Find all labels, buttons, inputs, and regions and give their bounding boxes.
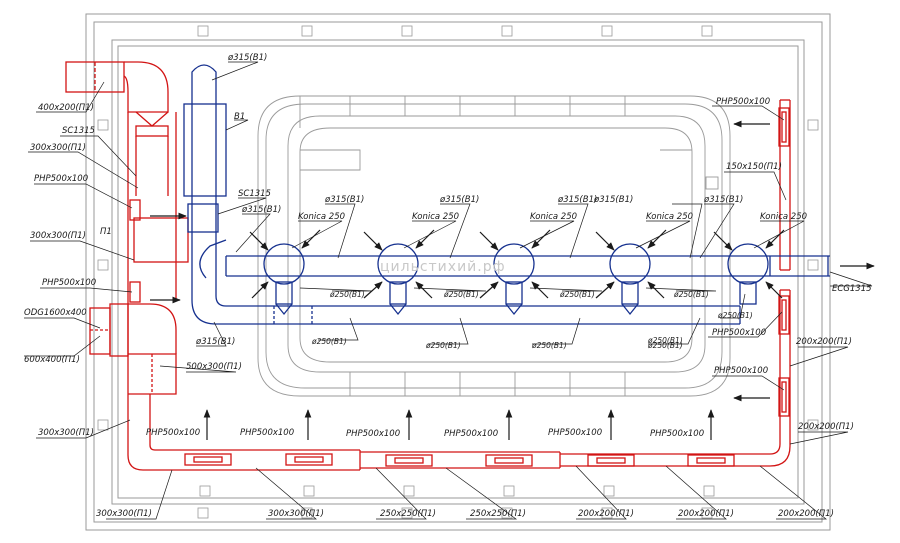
- pool-outline: [257, 95, 731, 397]
- konica-hood-5: [727, 243, 769, 305]
- label-200x200-right-b: 200x200(П1): [796, 337, 852, 347]
- label-d315-main-1: ø315(В1): [324, 195, 364, 205]
- label-d250-upper-3: ø250(В1): [559, 290, 595, 299]
- labels: цильстихий.рф 400x200(П1) SC1315 300x300…: [24, 53, 872, 519]
- konica-hood-3: [493, 243, 535, 316]
- label-php-bottom-2: PHP500x100: [240, 428, 294, 438]
- label-300x300-c: 300x300(П1): [38, 428, 94, 438]
- label-200x200-a: 200x200(П1): [578, 509, 634, 519]
- supply-duct-system: [65, 61, 791, 471]
- label-php-bottom-4: PHP500x100: [444, 429, 498, 439]
- label-250x250-b: 250x250(П1): [470, 509, 526, 519]
- label-d250-lower-1: ø250(В1): [311, 337, 347, 346]
- label-200x200-b: 200x200(П1): [678, 509, 734, 519]
- label-d250-lower-4: ø250(В1): [647, 341, 683, 350]
- label-d315-main-5: ø315(В1): [703, 195, 743, 205]
- label-d315-main-4: ø315(В1): [593, 195, 633, 205]
- leader-lines: [24, 61, 873, 520]
- wall-columns: [97, 25, 819, 519]
- label-b1: В1: [234, 112, 245, 122]
- label-php-bottom-1: PHP500x100: [146, 428, 200, 438]
- exhaust-duct-system: [183, 64, 830, 325]
- label-d250-upper-5: ø250(В1): [647, 336, 683, 345]
- label-konica-3: Konica 250: [530, 212, 577, 222]
- label-php-left-b: PHP500x100: [42, 278, 96, 288]
- label-php-right-top: PHP500x100: [716, 97, 770, 107]
- label-400x200: 400x200(П1): [38, 103, 94, 113]
- label-300x300-d: 300x300(П1): [96, 509, 152, 519]
- label-konica-2: Konica 250: [412, 212, 459, 222]
- konica-hood-1: [263, 243, 305, 316]
- label-php-bottom-5: PHP500x100: [548, 428, 602, 438]
- label-konica-4: Konica 250: [646, 212, 693, 222]
- label-d250-upper-4: ø250(В1): [673, 290, 709, 299]
- label-d315-main-2: ø315(В1): [439, 195, 479, 205]
- label-d315-low: ø315(В1): [195, 337, 235, 347]
- building-outline: [85, 13, 831, 531]
- label-d250-upper-2: ø250(В1): [443, 290, 479, 299]
- label-d250-upper-1: ø250(В1): [329, 290, 365, 299]
- label-d250-lower-2: ø250(В1): [425, 341, 461, 350]
- watermark: цильстихий.рф: [380, 259, 506, 275]
- label-php-bottom-3: PHP500x100: [346, 429, 400, 439]
- label-300x300-b: 300x300(П1): [30, 231, 86, 241]
- label-sc-exhaust: SC1315: [238, 189, 271, 199]
- label-d315-top: ø315(В1): [227, 53, 267, 63]
- label-300x300-a: 300x300(П1): [30, 143, 86, 153]
- label-d250-lower-5: ø250(В1): [717, 311, 753, 320]
- flow-arrows: [150, 120, 875, 440]
- label-d315-vert: ø315(В1): [241, 205, 281, 215]
- label-ecg: ECG1315: [832, 284, 872, 294]
- label-300x300-e: 300x300(П1): [268, 509, 324, 519]
- label-sc-supply: SC1315: [62, 126, 95, 136]
- label-p1: П1: [100, 227, 112, 237]
- label-php-right-mid: PHP500x100: [712, 328, 766, 338]
- label-php-bottom-6: PHP500x100: [650, 429, 704, 439]
- label-600x400: 600x400(П1): [24, 355, 80, 365]
- label-200x200-right-a: 200x200(П1): [798, 422, 854, 432]
- label-php-left-a: PHP500x100: [34, 174, 88, 184]
- label-d250-lower-3: ø250(В1): [531, 341, 567, 350]
- label-konica-1: Konica 250: [298, 212, 345, 222]
- label-php-right-low: PHP500x100: [714, 366, 768, 376]
- label-d315-main-3: ø315(В1): [557, 195, 597, 205]
- konica-hood-4: [609, 243, 651, 316]
- label-250x250-a: 250x250(П1): [380, 509, 436, 519]
- label-konica-5: Konica 250: [760, 212, 807, 222]
- label-odg: ODG1600x400: [24, 308, 87, 318]
- konica-hood-2: [377, 243, 419, 316]
- label-500x300: 500x300(П1): [186, 362, 242, 372]
- label-200x200-c: 200x200(П1): [778, 509, 834, 519]
- label-150x150: 150x150(П1): [726, 162, 782, 172]
